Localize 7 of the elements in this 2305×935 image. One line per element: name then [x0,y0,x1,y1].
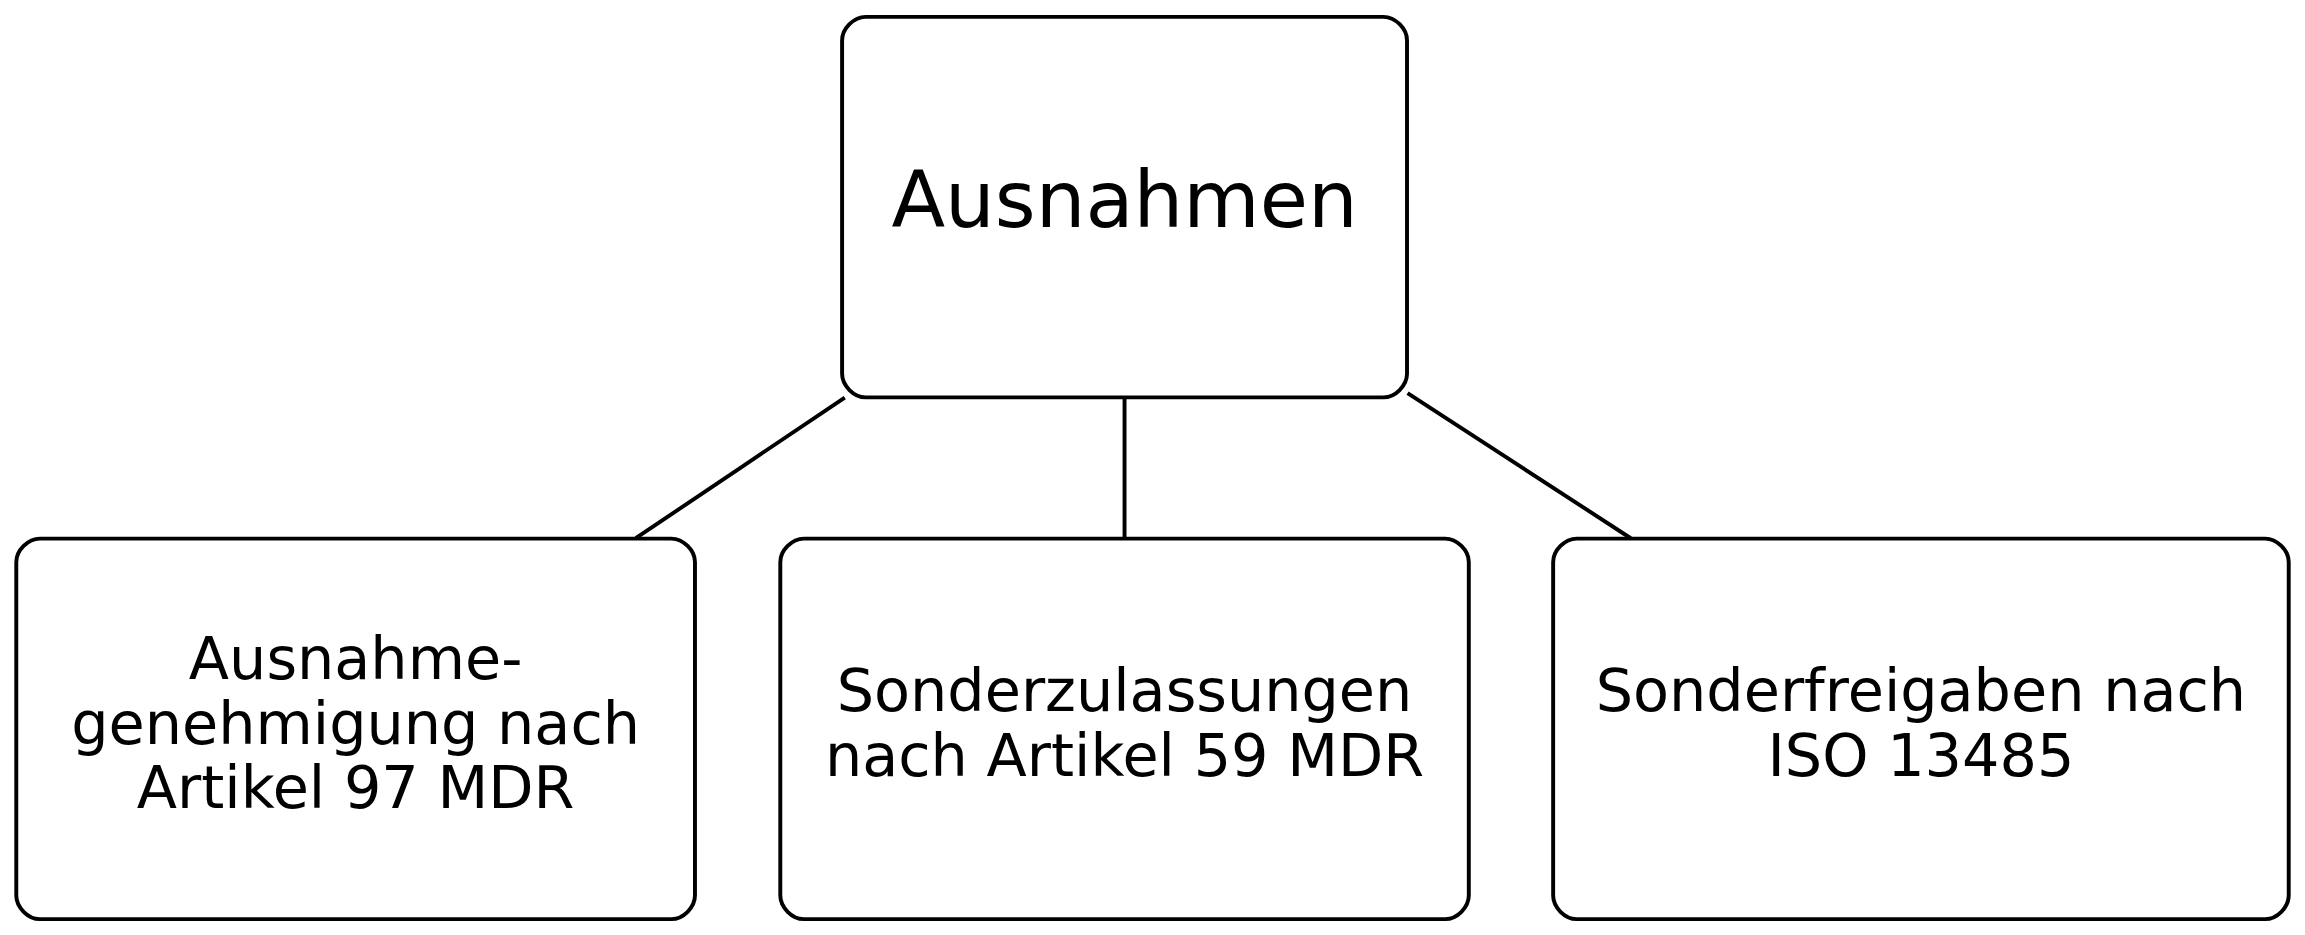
node-box: Ausnahme- genehmigung nach Artikel 97 MDR [14,536,697,921]
connector [1406,390,1632,540]
connector [1122,397,1127,538]
node-box: Sonderzulassungen nach Artikel 59 MDR [778,536,1471,921]
node-box: Ausnahmen [840,14,1409,399]
node-box: Sonderfreigaben nach ISO 13485 [1551,536,2291,921]
connector [634,395,846,540]
